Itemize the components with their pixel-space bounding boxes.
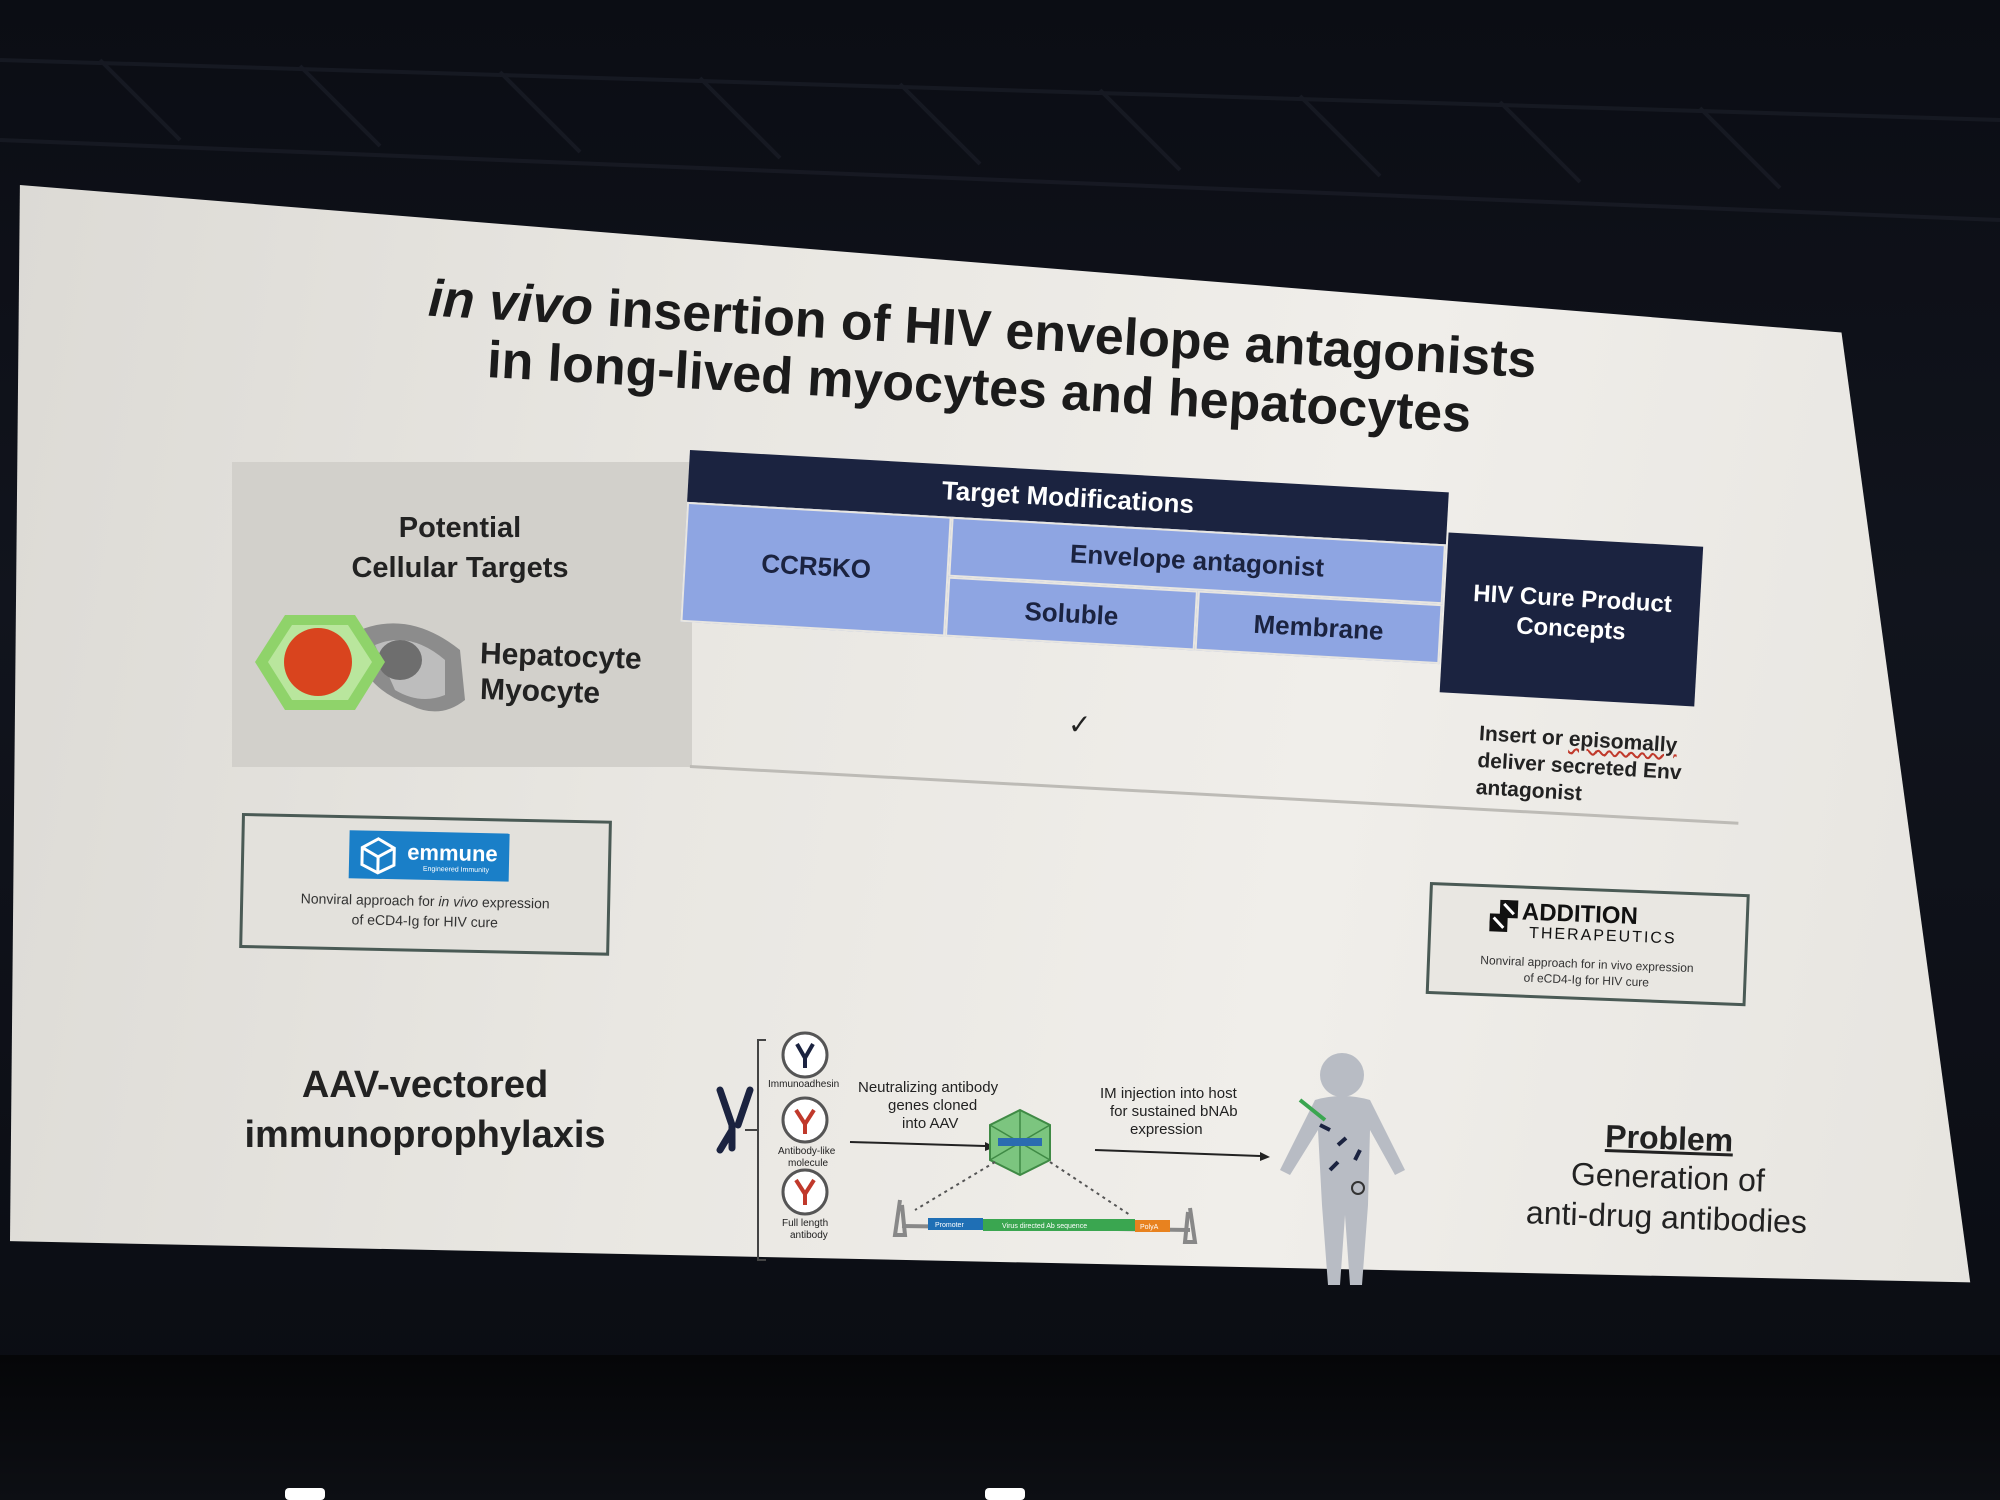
human-body-figure xyxy=(1280,1053,1405,1285)
full-length-label-1: Full length xyxy=(782,1218,828,1229)
step2-line3: expression xyxy=(1130,1121,1203,1138)
cell-illustration xyxy=(255,615,465,712)
problem-block: Problem Generation of anti-drug antibodi… xyxy=(1516,1115,1820,1242)
cassette-seq-label: Virus directed Ab sequence xyxy=(1002,1223,1087,1230)
ceiling-truss xyxy=(0,58,2000,222)
antibody-like-molecule-icon xyxy=(781,1096,829,1144)
aav-title-line1: AAV-vectored xyxy=(301,1064,549,1106)
soluble-checkmark: ✓ xyxy=(1068,709,1092,740)
stage-floor xyxy=(0,1355,2000,1500)
title-italic: in vivo xyxy=(426,269,595,337)
step2-line2: for sustained bNAb xyxy=(1110,1103,1238,1120)
aav-title-line2: immunoprophylaxis xyxy=(244,1114,606,1156)
cassette-polya-label: PolyA xyxy=(1140,1224,1159,1231)
insert-text-1: Insert or xyxy=(1478,721,1570,751)
immunoadhesin-label: Immunoadhesin xyxy=(768,1079,839,1090)
insert-text-wavy: episomally xyxy=(1568,727,1678,758)
hepatocyte-label: Hepatocyte xyxy=(479,637,643,676)
hiv-cure-concept-text: Insert or episomally deliver secreted En… xyxy=(1475,720,1729,816)
aav-cassette xyxy=(892,1199,1198,1244)
ccr5ko-cell: CCR5KO xyxy=(680,501,952,637)
step1-arrow xyxy=(849,1141,986,1147)
full-length-antibody-icon xyxy=(781,1168,829,1216)
emmune-logo: emmune Engineered Immunity xyxy=(348,830,510,882)
step2-line1: IM injection into host xyxy=(1100,1085,1238,1102)
emmune-caption-2: expression xyxy=(477,893,550,912)
cellular-targets-heading: Potential Cellular Targets xyxy=(351,512,569,584)
full-length-label-2: antibody xyxy=(790,1230,828,1241)
stage-light xyxy=(985,1488,1025,1500)
emmune-logo-name: emmune xyxy=(406,839,498,867)
antibody-like-label-1: Antibody-like xyxy=(778,1146,836,1157)
antibody-types-bracket xyxy=(745,1039,766,1261)
membrane-cell: Membrane xyxy=(1194,590,1443,665)
emmune-cube-icon xyxy=(360,837,396,875)
aav-title: AAV-vectored immunoprophylaxis xyxy=(225,1060,625,1160)
cellular-targets-panel xyxy=(232,462,692,767)
addition-sub: THERAPEUTICS xyxy=(1528,924,1677,948)
addition-logo-icon xyxy=(1489,899,1519,932)
emmune-logo-sub: Engineered Immunity xyxy=(422,865,490,875)
emmune-box: emmune Engineered Immunity Nonviral appr… xyxy=(239,813,612,956)
aav-diagram: Immunoadhesin Antibody-like molecule Ful… xyxy=(716,1031,1405,1285)
insert-text-2: deliver secreted Env antagonist xyxy=(1475,748,1683,806)
hepatocyte-nucleus xyxy=(284,628,352,696)
hiv-cure-header: HIV Cure Product Concepts xyxy=(1439,532,1704,707)
cassette-promoter-label: Promoter xyxy=(935,1222,964,1229)
emmune-caption-ital: in vivo xyxy=(438,893,479,910)
step1-line3: into AAV xyxy=(902,1115,958,1132)
step2-arrow xyxy=(1094,1149,1261,1157)
stage-light xyxy=(285,1488,325,1500)
antibody-like-label-2: molecule xyxy=(788,1158,828,1169)
emmune-caption-1: Nonviral approach for xyxy=(300,890,439,910)
antibody-icon xyxy=(716,1086,754,1154)
aav-capsid-icon xyxy=(989,1108,1051,1177)
addition-therapeutics-box: ADDITION THERAPEUTICS Nonviral approach … xyxy=(1425,882,1750,1007)
myocyte-nucleus xyxy=(378,640,422,680)
myocyte-label: Myocyte xyxy=(479,672,601,711)
soluble-cell: Soluble xyxy=(944,576,1198,651)
immunoadhesin-icon xyxy=(781,1031,829,1079)
step1-line1: Neutralizing antibody xyxy=(858,1079,999,1096)
step1-line2: genes cloned xyxy=(888,1097,977,1114)
